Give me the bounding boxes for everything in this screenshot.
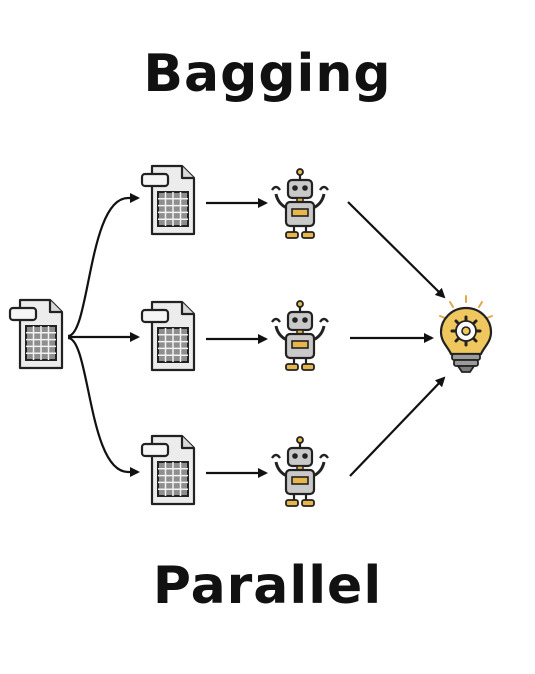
lightbulb-gear-icon xyxy=(439,295,493,373)
subset-dataset-3-icon xyxy=(140,434,196,506)
diagram-subtitle: Parallel xyxy=(152,556,383,616)
arrow-model-3-to-output xyxy=(349,376,446,477)
model-3-robot-icon xyxy=(270,435,330,508)
source-dataset-icon xyxy=(8,298,64,370)
model-1-robot-icon xyxy=(270,167,330,240)
subset-dataset-2-icon xyxy=(140,300,196,372)
subset-dataset-1-icon xyxy=(140,164,196,236)
model-2-robot-icon xyxy=(270,299,330,372)
diagram-title: Bagging xyxy=(143,44,392,104)
arrow-to-subset-3 xyxy=(67,336,140,477)
arrow-model-1-to-output xyxy=(347,201,446,299)
arrow-to-subset-1 xyxy=(67,193,140,338)
